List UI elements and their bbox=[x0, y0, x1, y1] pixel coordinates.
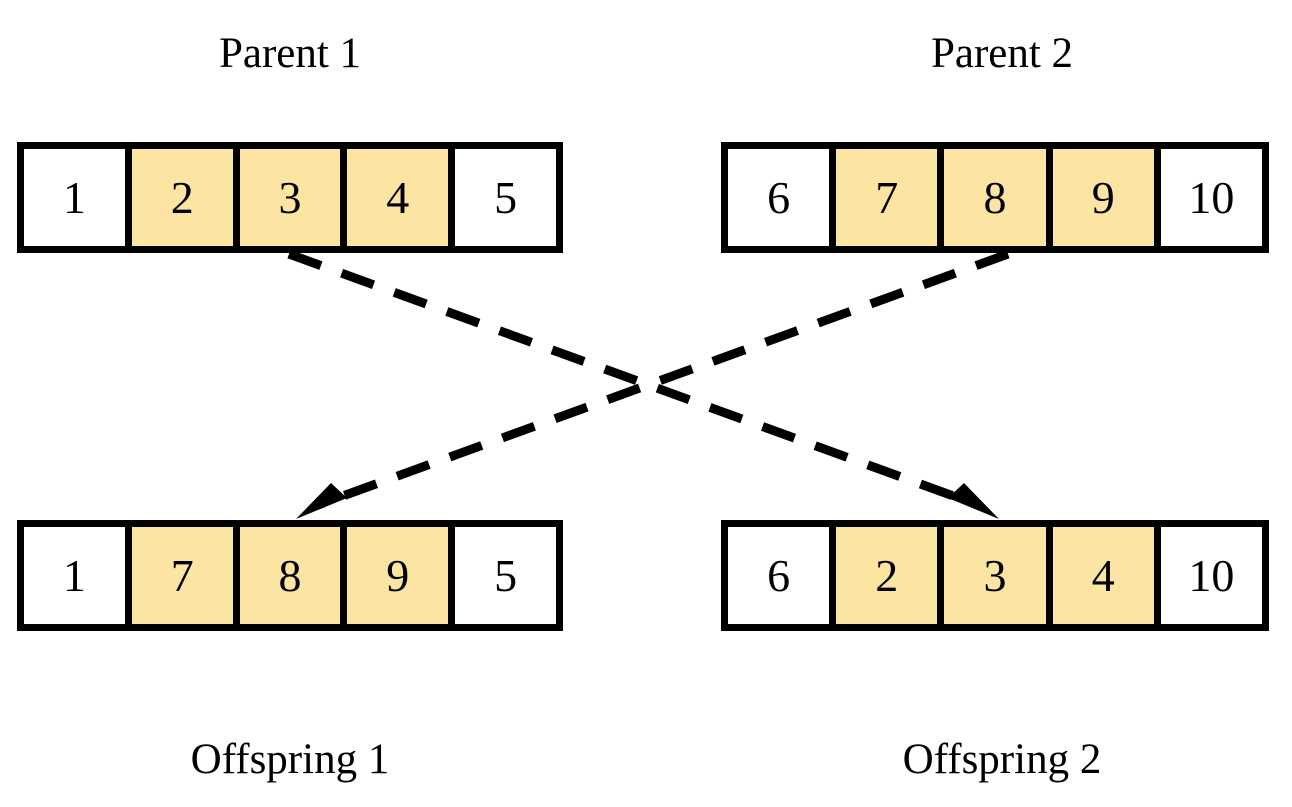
gene-cell: 1 bbox=[24, 149, 125, 246]
chromosome-offspring-2: 6 2 3 4 10 bbox=[721, 520, 1269, 631]
arrow-parent2-to-offspring1 bbox=[296, 249, 1010, 519]
gene-cell: 4 bbox=[347, 149, 449, 246]
arrow-parent1-to-offspring2 bbox=[287, 249, 999, 519]
gene-cell: 5 bbox=[455, 149, 556, 246]
gene-cell: 6 bbox=[728, 527, 830, 624]
chromosome-parent-1: 1 2 3 4 5 bbox=[17, 142, 563, 253]
arrowhead-icon bbox=[296, 483, 347, 519]
arrow-line bbox=[287, 249, 980, 510]
gene-cell: 3 bbox=[944, 527, 1046, 624]
chromosome-parent-2: 6 7 8 9 10 bbox=[721, 142, 1269, 253]
gene-cell: 8 bbox=[944, 149, 1046, 246]
chromosome-offspring-1: 1 7 8 9 5 bbox=[17, 520, 563, 631]
gene-cell: 2 bbox=[131, 149, 233, 246]
gene-cell: 8 bbox=[239, 527, 341, 624]
arrow-line bbox=[316, 249, 1010, 510]
gene-cell: 9 bbox=[1052, 149, 1154, 246]
gene-cell: 5 bbox=[455, 527, 556, 624]
parent-1-label: Parent 1 bbox=[218, 30, 362, 77]
gene-cell: 6 bbox=[728, 149, 830, 246]
gene-cell: 7 bbox=[131, 527, 233, 624]
gene-cell: 3 bbox=[239, 149, 341, 246]
offspring-1-label: Offspring 1 bbox=[190, 736, 390, 783]
gene-cell: 10 bbox=[1160, 149, 1263, 246]
gene-cell: 4 bbox=[1052, 527, 1154, 624]
gene-cell: 10 bbox=[1160, 527, 1263, 624]
gene-cell: 2 bbox=[836, 527, 938, 624]
arrowhead-icon bbox=[948, 483, 999, 519]
parent-2-label: Parent 2 bbox=[930, 30, 1074, 77]
gene-cell: 1 bbox=[24, 527, 125, 624]
gene-cell: 9 bbox=[347, 527, 449, 624]
offspring-2-label: Offspring 2 bbox=[902, 736, 1102, 783]
gene-cell: 7 bbox=[836, 149, 938, 246]
